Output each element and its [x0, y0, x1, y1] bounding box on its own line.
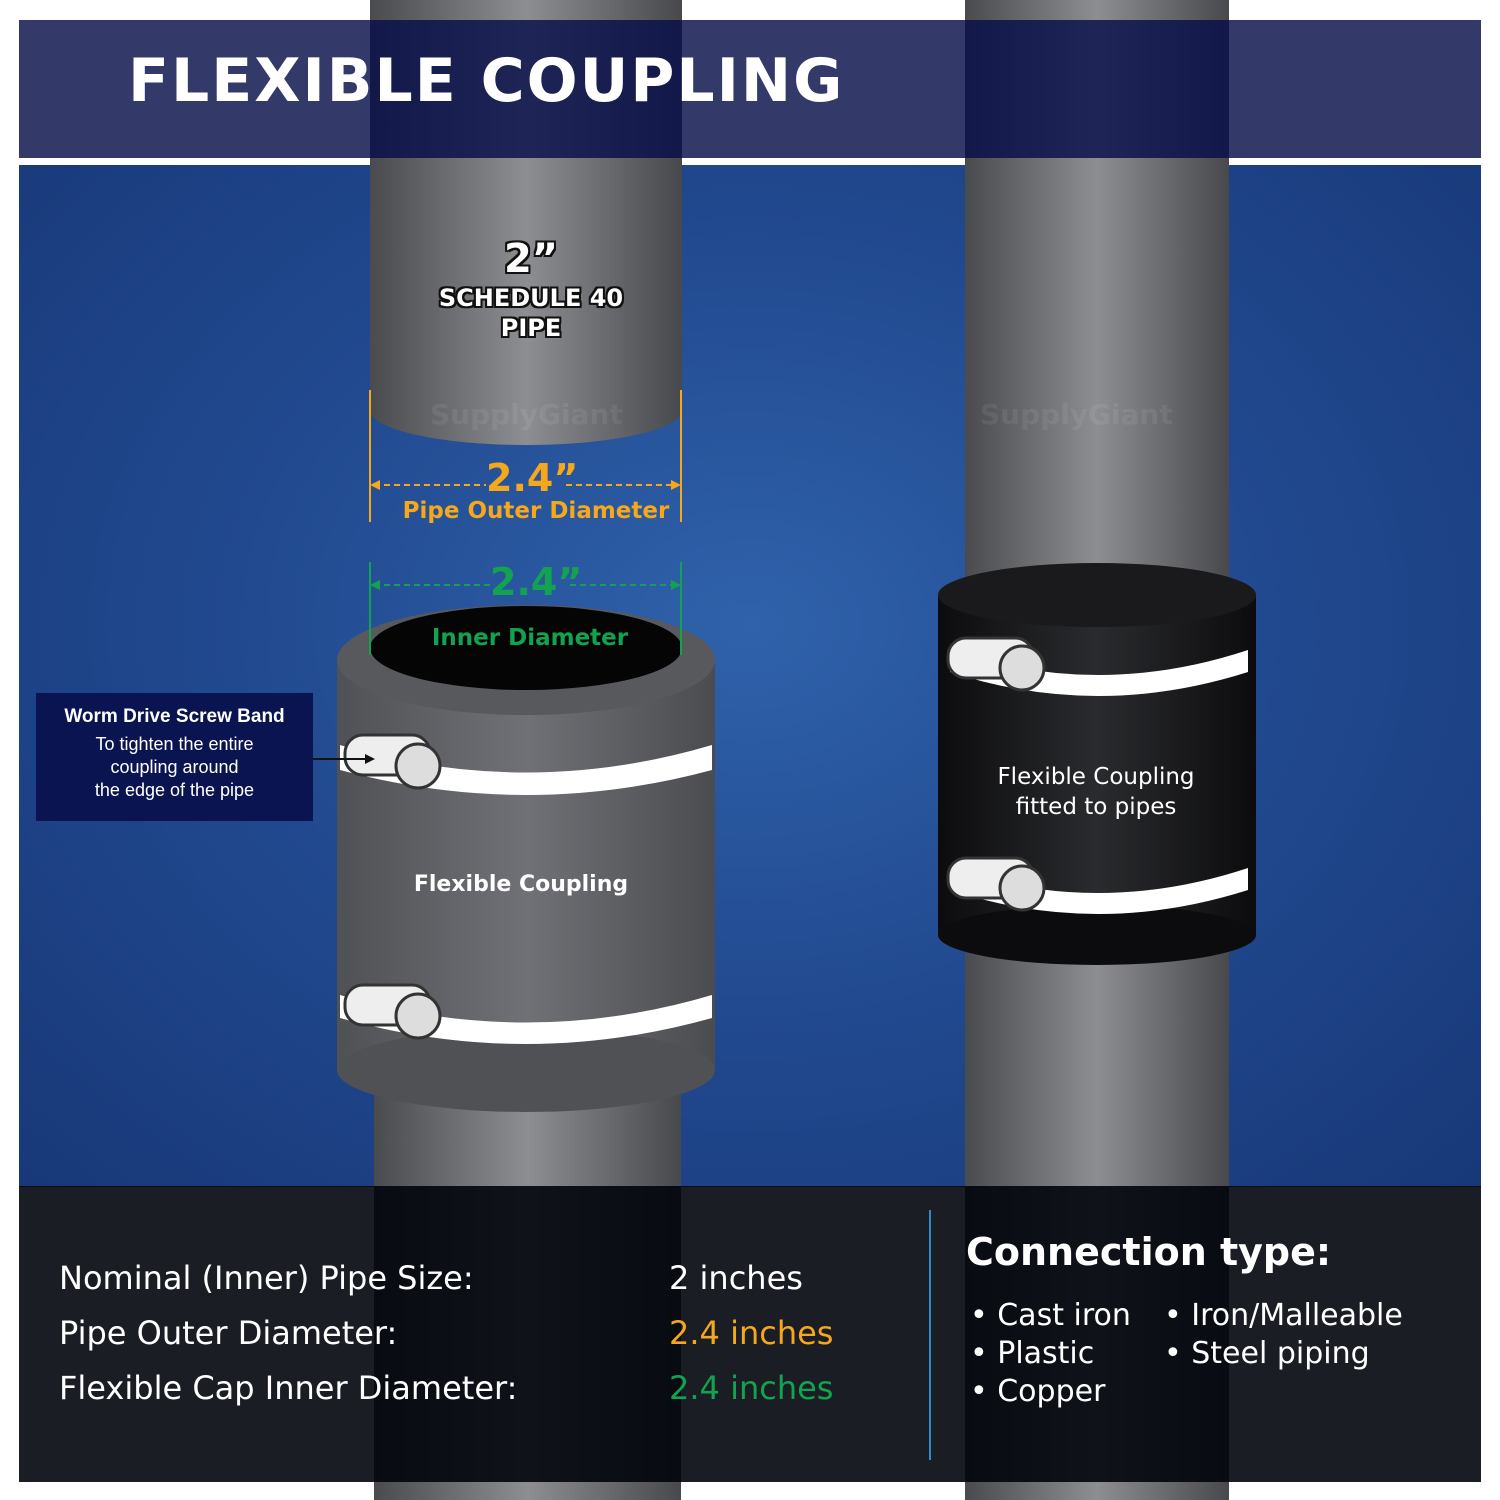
callout-text: To tighten the entire coupling around th… — [36, 733, 313, 802]
spec-value: 2.4 inches — [669, 1369, 834, 1407]
coupling-label: Flexible Coupling — [413, 872, 629, 897]
fitted-coupling — [938, 563, 1256, 965]
spec-label: Pipe Outer Diameter: — [59, 1314, 398, 1352]
spec-value: 2 inches — [669, 1259, 803, 1297]
divider — [929, 1210, 931, 1460]
connection-type: Iron/Malleable — [1191, 1298, 1403, 1333]
screw-icon — [343, 983, 442, 1040]
fitted-label: Flexible Coupling fitted to pipes — [960, 762, 1232, 822]
connection-item: • Iron/Malleable — [1164, 1298, 1403, 1333]
connection-item: • Copper — [970, 1374, 1106, 1409]
screw-icon — [946, 636, 1046, 692]
connection-item: • Steel piping — [1164, 1336, 1370, 1371]
spec-label: Flexible Cap Inner Diameter: — [59, 1369, 518, 1407]
pipe-type: PIPE — [500, 314, 562, 342]
screw-icon — [343, 733, 442, 790]
connection-type: Cast iron — [997, 1298, 1131, 1333]
fitted-label-line: Flexible Coupling — [997, 764, 1195, 790]
callout-title: Worm Drive Screw Band — [64, 706, 285, 727]
pipe-schedule: SCHEDULE 40 — [438, 284, 624, 312]
callout-line: coupling around — [110, 757, 239, 777]
connection-item: • Plastic — [970, 1336, 1095, 1371]
callout-line: To tighten the entire — [95, 734, 254, 754]
inner-diameter-label: Inner Diameter — [431, 625, 629, 651]
specs-panel — [19, 1186, 1481, 1482]
spec-value: 2.4 inches — [669, 1314, 834, 1352]
inner-diameter-value: 2.4” — [490, 560, 583, 604]
outer-diameter-label: Pipe Outer Diameter — [402, 498, 670, 524]
callout-line: the edge of the pipe — [94, 780, 255, 800]
watermark-logo: SupplyGiant — [430, 398, 623, 431]
worm-drive-callout: Worm Drive Screw Band To tighten the ent… — [36, 693, 313, 821]
screw-icon — [946, 856, 1046, 912]
connection-item: • Cast iron — [970, 1298, 1131, 1333]
connection-type: Steel piping — [1191, 1336, 1370, 1371]
connection-title: Connection type: — [966, 1230, 1332, 1274]
outer-diameter-value: 2.4” — [486, 456, 579, 500]
connection-type: Copper — [997, 1374, 1106, 1409]
inner-diameter-dimension — [369, 562, 682, 655]
callout-arrow — [313, 754, 375, 764]
connection-type: Plastic — [997, 1336, 1095, 1371]
page-title: FLEXIBLE COUPLING — [128, 46, 845, 116]
spec-label: Nominal (Inner) Pipe Size: — [59, 1259, 474, 1297]
pipe-size: 2” — [503, 236, 559, 282]
watermark-logo: SupplyGiant — [980, 398, 1173, 431]
fitted-label-line: fitted to pipes — [1015, 794, 1177, 820]
header-band — [19, 20, 1481, 158]
flexible-coupling — [337, 605, 715, 1112]
outer-diameter-dimension — [369, 390, 682, 522]
